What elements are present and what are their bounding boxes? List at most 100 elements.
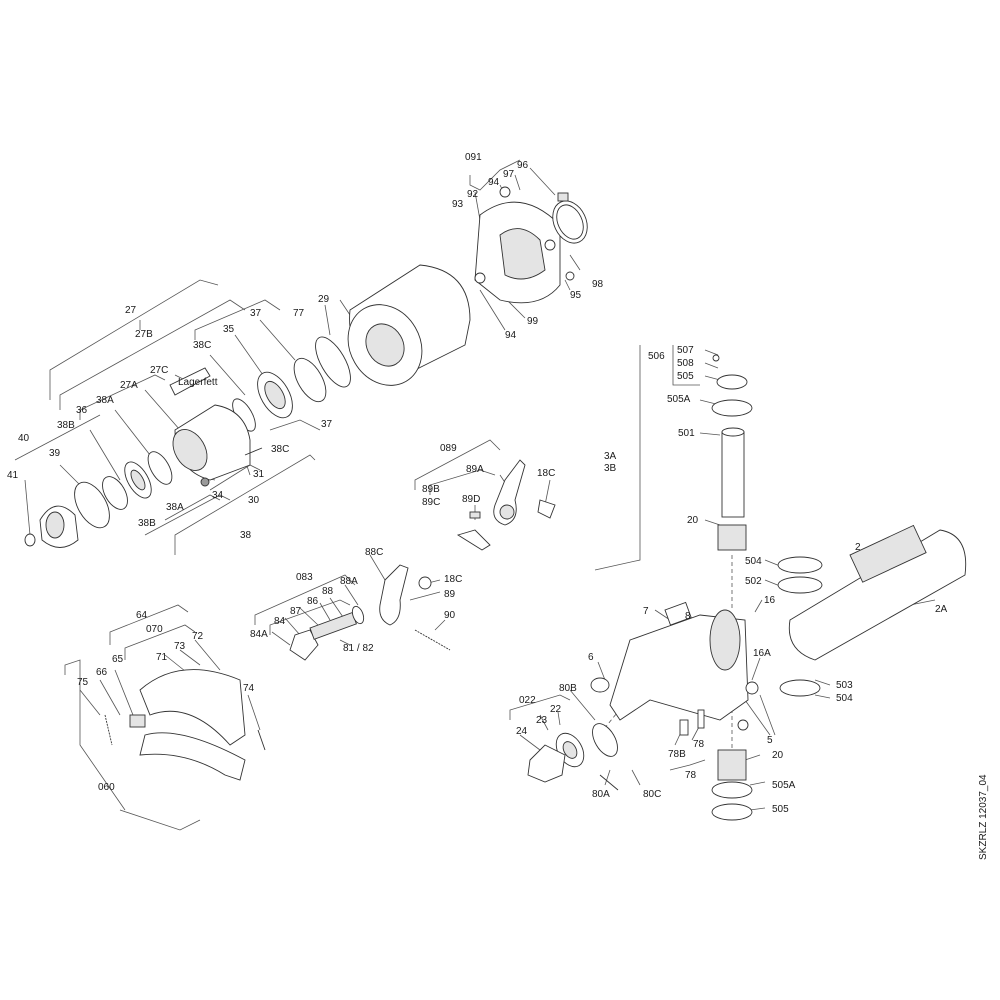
drawing-id: SKZRLZ 12037_04 [978,774,989,860]
slack-adjuster [456,459,556,551]
label-99: 99 [527,316,539,327]
label-78: 78 [693,739,705,750]
label-96: 96 [517,160,529,171]
label-89: 89 [444,589,456,600]
label-87: 87 [290,606,302,617]
label-3A: 3A [604,451,617,462]
label-30: 30 [248,495,260,506]
grease-tube-text: Lagerfett [178,377,218,388]
bearings [102,451,173,510]
label-22: 22 [550,704,562,715]
label-75: 75 [77,677,89,688]
brake-drum [347,264,471,386]
label-8: 8 [685,611,691,622]
label-92: 92 [467,189,479,200]
label-38A: 38A [96,395,114,406]
label-38C-2: 38C [271,444,289,455]
axle-beam [777,524,967,697]
label-65: 65 [112,654,124,665]
label-36: 36 [76,405,88,416]
label-20-2: 20 [772,750,784,761]
label-84A: 84A [250,629,268,640]
label-022: 022 [519,695,536,706]
part-labels: 091 96 97 94 92 93 98 95 94 99 27 27B 29… [7,152,948,815]
label-16A: 16A [753,648,771,659]
label-505-2: 505 [772,804,789,815]
label-6: 6 [588,652,594,663]
label-38B: 38B [57,420,75,431]
label-2: 2 [855,542,861,553]
label-3B: 3B [604,463,617,474]
label-2A: 2A [935,604,948,615]
label-72: 72 [192,631,204,642]
label-34: 34 [212,490,224,501]
label-501: 501 [678,428,695,439]
label-27A: 27A [120,380,138,391]
label-505: 505 [677,371,694,382]
label-80B: 80B [559,683,577,694]
label-66: 66 [96,667,108,678]
label-38B-2: 38B [138,518,156,529]
label-29: 29 [318,294,330,305]
label-35: 35 [223,324,235,335]
label-20: 20 [687,515,699,526]
label-64: 64 [136,610,148,621]
bracket-lines [14,159,936,831]
label-71: 71 [156,652,168,663]
label-505A: 505A [667,394,691,405]
label-88C: 88C [365,547,383,558]
label-506: 506 [648,351,665,362]
label-27C: 27C [150,365,168,376]
label-24: 24 [516,726,528,737]
label-80A: 80A [592,789,610,800]
label-38A-2: 38A [166,502,184,513]
label-89C: 89C [422,497,440,508]
label-060: 060 [98,782,115,793]
label-083: 083 [296,572,313,583]
label-505A-2: 505A [772,780,796,791]
king-pin-stack [711,354,753,551]
steering-knuckle [590,601,749,721]
label-98: 98 [592,279,604,290]
label-38: 38 [240,530,252,541]
label-80C: 80C [643,789,661,800]
label-504: 504 [745,556,762,567]
hose-clamp [552,192,588,281]
label-37-2: 37 [321,419,333,430]
camshaft-assembly [289,564,451,661]
label-88A: 88A [340,576,358,587]
grease-tube: Lagerfett [169,367,218,396]
label-507: 507 [677,345,694,356]
label-86: 86 [307,596,319,607]
label-38C: 38C [193,340,211,351]
label-7: 7 [643,606,649,617]
label-18C-2: 18C [444,574,462,585]
label-81-82: 81 / 82 [343,643,374,654]
label-78-2: 78 [685,770,697,781]
seal-rings [232,336,351,432]
label-78B: 78B [668,749,686,760]
axle-nut-set [527,709,705,791]
label-23: 23 [536,715,548,726]
label-94b: 94 [505,330,517,341]
label-503: 503 [836,680,853,691]
label-77: 77 [293,308,305,319]
label-5: 5 [767,735,773,746]
label-508: 508 [677,358,694,369]
label-37: 37 [250,308,262,319]
wheel-hub [172,404,263,487]
label-18C: 18C [537,468,555,479]
label-41: 41 [7,470,19,481]
label-93: 93 [452,199,464,210]
label-502: 502 [745,576,762,587]
label-97: 97 [503,169,515,180]
label-39: 39 [49,448,61,459]
label-95: 95 [570,290,582,301]
label-89A: 89A [466,464,484,475]
label-88: 88 [322,586,334,597]
label-89B: 89B [422,484,440,495]
label-90: 90 [444,610,456,621]
label-31: 31 [253,469,265,480]
